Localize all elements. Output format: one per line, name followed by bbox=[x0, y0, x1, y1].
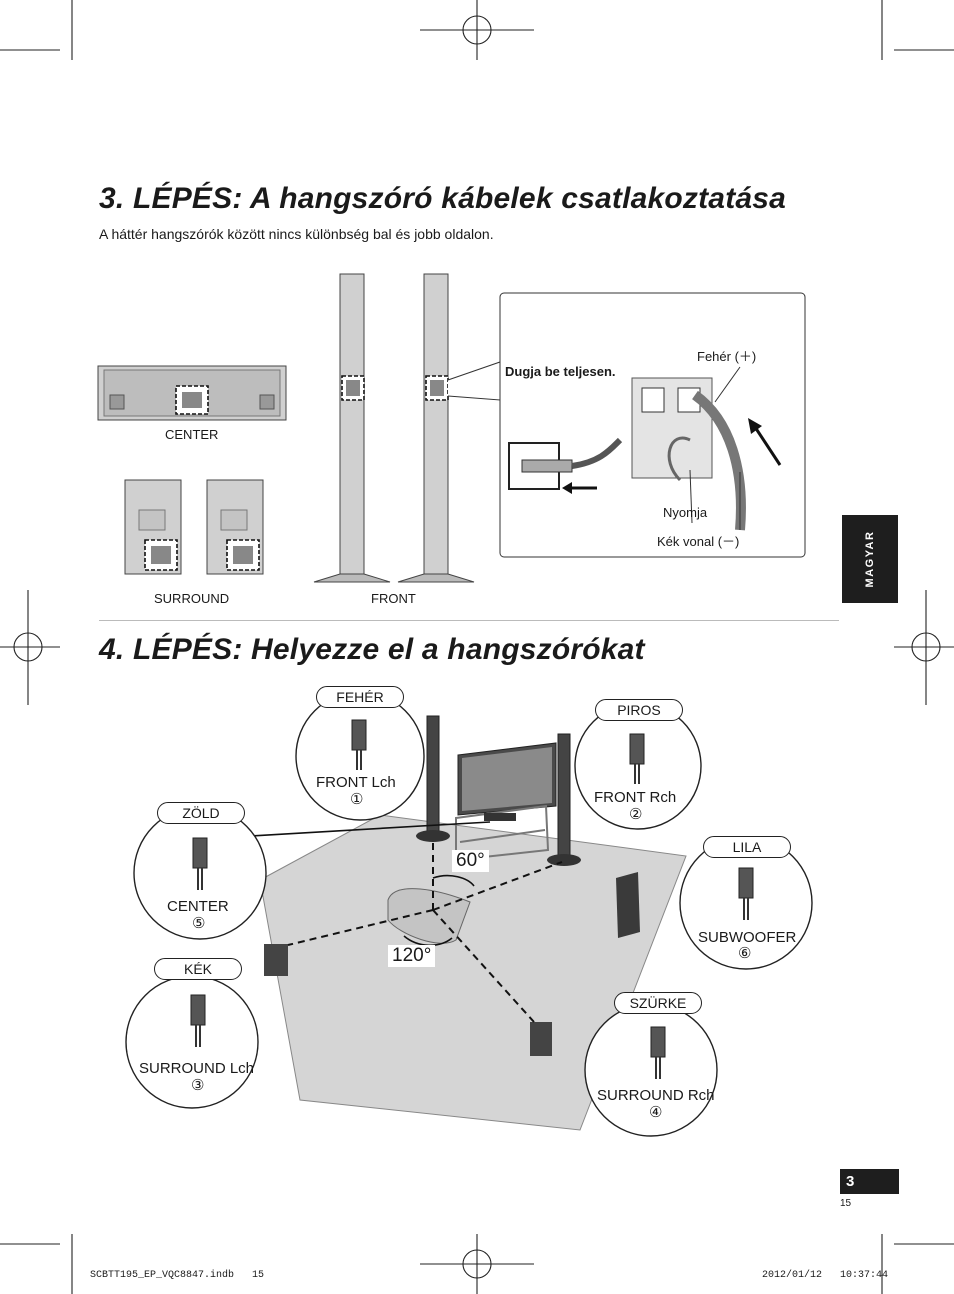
label-surround: SURROUND bbox=[154, 591, 230, 606]
front-right-name: FRONT Rch bbox=[594, 789, 677, 806]
label-center: CENTER bbox=[165, 427, 219, 442]
subwoofer-number: ⑥ bbox=[738, 945, 752, 962]
tag-subwoofer-color: LILA bbox=[703, 836, 791, 858]
center-number: ⑤ bbox=[192, 915, 206, 932]
language-tab: MAGYAR bbox=[842, 515, 898, 603]
inset-blue-minus: Kék vonal (－) bbox=[657, 534, 740, 549]
inset-press: Nyomja bbox=[663, 505, 708, 520]
surround-right-number: ④ bbox=[649, 1104, 663, 1121]
front-right-number: ② bbox=[629, 806, 643, 823]
surround-left-number: ③ bbox=[191, 1077, 205, 1094]
surround-right-name: SURROUND Rch bbox=[597, 1087, 715, 1104]
section-divider bbox=[99, 620, 839, 621]
angle-120: 120° bbox=[388, 945, 436, 967]
label-front: FRONT bbox=[371, 591, 416, 606]
page-number: 3 bbox=[840, 1169, 899, 1194]
step3-title: 3. LÉPÉS: A hangszóró kábelek csatlakozt… bbox=[99, 182, 787, 215]
tag-front-left-color: FEHÉR bbox=[316, 686, 404, 708]
speaker-rear-illustration bbox=[97, 273, 806, 583]
tag-surround-left-color: KÉK bbox=[154, 958, 242, 980]
tag-surround-right-color: SZÜRKE bbox=[614, 992, 702, 1014]
inset-instruction: Dugja be teljesen. bbox=[505, 364, 616, 379]
inset-white-plus: Fehér (＋) bbox=[697, 349, 757, 364]
step3-subtitle: A háttér hangszórók között nincs különbs… bbox=[99, 226, 494, 242]
footer-filename: SCBTT195_EP_VQC8847.indb 15 bbox=[90, 1270, 265, 1281]
angle-60: 60° bbox=[452, 850, 489, 872]
tag-center-color: ZÖLD bbox=[157, 802, 245, 824]
subwoofer-name: SUBWOOFER bbox=[698, 929, 797, 946]
front-left-number: ① bbox=[350, 791, 364, 808]
center-name: CENTER bbox=[167, 898, 229, 915]
tag-front-right-color: PIROS bbox=[595, 699, 683, 721]
footer-date: 2012/01/12 10:37:44 bbox=[762, 1270, 889, 1281]
front-left-name: FRONT Lch bbox=[316, 774, 396, 791]
language-label: MAGYAR bbox=[864, 530, 876, 588]
surround-left-name: SURROUND Lch bbox=[139, 1060, 255, 1077]
page-sub-number: 15 bbox=[840, 1198, 852, 1209]
step4-title: 4. LÉPÉS: Helyezze el a hangszórókat bbox=[99, 633, 645, 666]
